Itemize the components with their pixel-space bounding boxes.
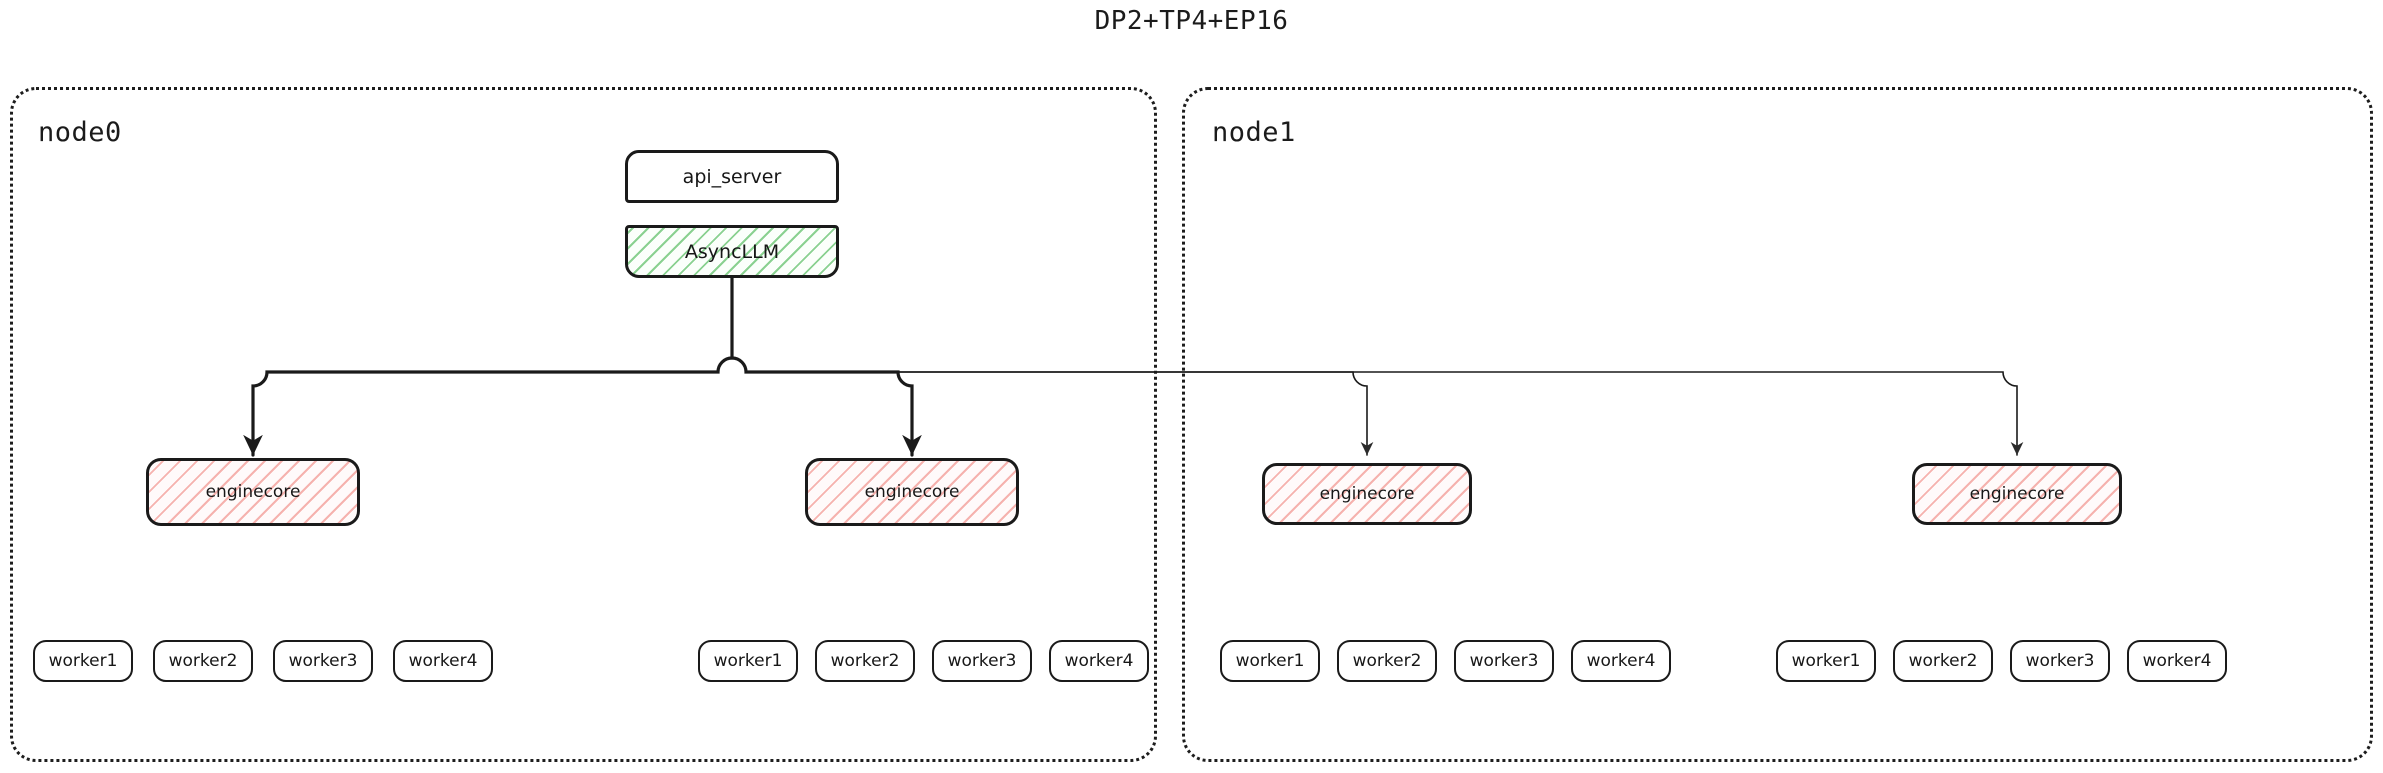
worker-box[interactable]: worker2: [1893, 640, 1993, 682]
worker-box[interactable]: worker1: [1776, 640, 1876, 682]
node-label-node0: node0: [38, 117, 122, 148]
worker-box[interactable]: worker4: [2127, 640, 2227, 682]
worker-box[interactable]: worker2: [1337, 640, 1437, 682]
node-label-node1: node1: [1212, 117, 1296, 148]
page-title: DP2+TP4+EP16: [1094, 6, 1289, 36]
worker-box[interactable]: worker3: [2010, 640, 2110, 682]
worker-box[interactable]: worker1: [698, 640, 798, 682]
worker-box[interactable]: worker1: [33, 640, 133, 682]
enginecore-box[interactable]: enginecore: [805, 458, 1019, 526]
worker-box[interactable]: worker4: [1049, 640, 1149, 682]
worker-box[interactable]: worker4: [1571, 640, 1671, 682]
enginecore-box[interactable]: enginecore: [1262, 463, 1472, 525]
worker-box[interactable]: worker4: [393, 640, 493, 682]
enginecore-box[interactable]: enginecore: [1912, 463, 2122, 525]
worker-box[interactable]: worker3: [1454, 640, 1554, 682]
async-llm-box[interactable]: AsyncLLM: [625, 225, 839, 278]
worker-box[interactable]: worker3: [273, 640, 373, 682]
worker-box[interactable]: worker1: [1220, 640, 1320, 682]
api-server-box[interactable]: api_server: [625, 150, 839, 203]
worker-box[interactable]: worker3: [932, 640, 1032, 682]
enginecore-box[interactable]: enginecore: [146, 458, 360, 526]
worker-box[interactable]: worker2: [815, 640, 915, 682]
worker-box[interactable]: worker2: [153, 640, 253, 682]
